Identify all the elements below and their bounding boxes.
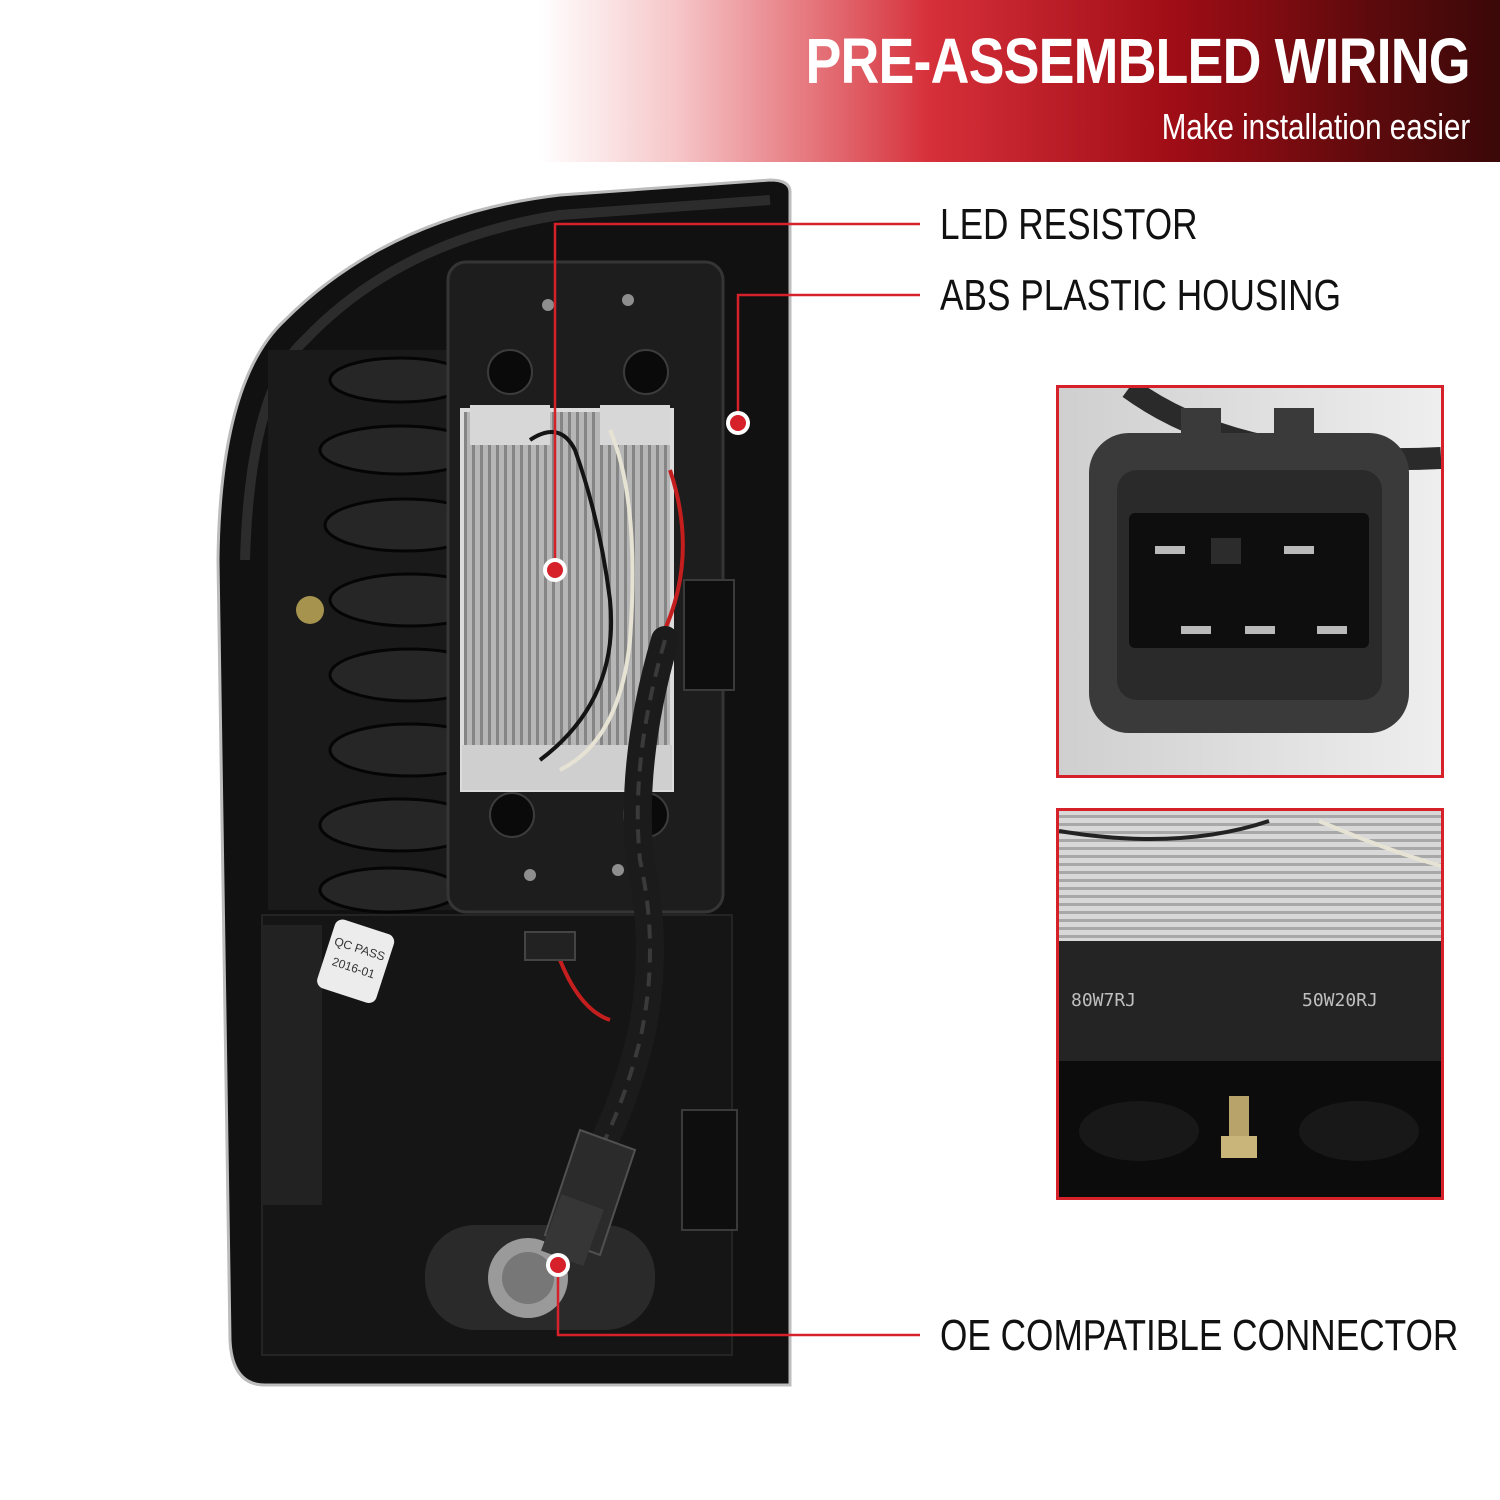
connector-closeup-image (1059, 388, 1441, 775)
banner-subtitle: Make installation easier (1161, 106, 1470, 147)
resistor-code-2: 50W20RJ (1302, 990, 1378, 1011)
bulb-socket (425, 1225, 655, 1330)
ribbed-lens-back (268, 350, 492, 914)
callout-dots (543, 411, 750, 1277)
callout-lines (553, 222, 920, 1337)
callout-abs-housing: ABS PLASTIC HOUSING (940, 271, 1341, 320)
resistor-wires (528, 429, 685, 1022)
header-banner: PRE-ASSEMBLED WIRING Make installation e… (0, 0, 1500, 162)
mounting-bolt-upper (296, 596, 324, 624)
qc-sticker: QC PASS 2016-01 (317, 919, 395, 1003)
connector-closeup-inset (1056, 385, 1444, 778)
resistor-closeup-image: 80W7RJ 50W20RJ (1059, 811, 1441, 1197)
banner-title: PRE-ASSEMBLED WIRING (805, 25, 1471, 97)
wire-harness (586, 626, 679, 1164)
callout-led-resistor: LED RESISTOR (940, 200, 1198, 249)
oe-connector (541, 1128, 637, 1267)
resistor-closeup-inset: 80W7RJ 50W20RJ (1056, 808, 1444, 1200)
callout-oe-connector: OE COMPATIBLE CONNECTOR (940, 1311, 1459, 1360)
resistor-code-1: 80W7RJ (1071, 990, 1136, 1011)
